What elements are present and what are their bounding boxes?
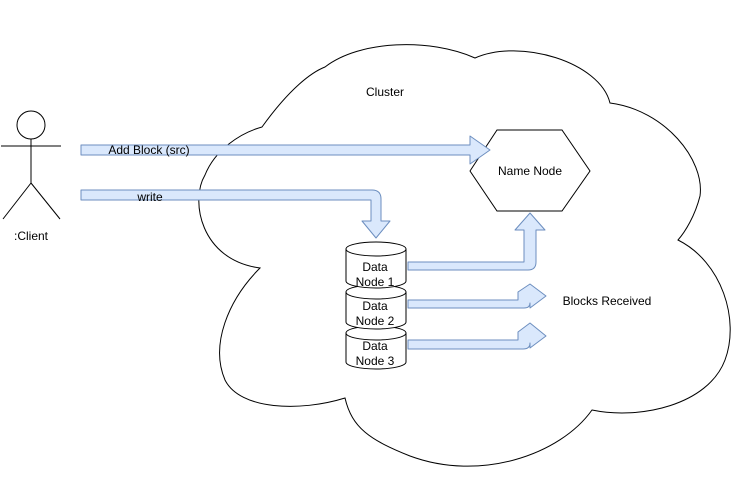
write-arrow (80, 189, 391, 239)
add-block-arrow (80, 135, 491, 165)
add-block-label: Add Block (src) (108, 143, 189, 157)
data-node-3-blocks-received-arrow (407, 322, 547, 350)
cluster-cloud (198, 44, 731, 467)
data-node-2-cylinder (345, 284, 407, 330)
blocks-received-label: Blocks Received (563, 294, 652, 308)
name-node-label: Name Node (498, 164, 562, 178)
data-node-3-cylinder (345, 325, 407, 370)
data-node-1-cylinder (345, 241, 407, 289)
data-node-2-label-line1: Data (362, 299, 388, 313)
client-label: :Client (14, 229, 49, 243)
data-node-1-label-line1: Data (362, 260, 388, 274)
data-node-2-blocks-received-arrow (407, 283, 547, 309)
write-label: write (136, 190, 163, 204)
data-node-1-label-line2: Node 1 (356, 275, 395, 289)
data-node-3-label-line2: Node 3 (356, 354, 395, 368)
name-node-shape (469, 129, 591, 212)
data-node-2-label-line2: Node 2 (356, 314, 395, 328)
data-node-1-to-name-node-arrow (407, 212, 546, 271)
data-node-3-label-line1: Data (362, 339, 388, 353)
cluster-label: Cluster (366, 85, 404, 99)
client-actor-icon (1, 110, 61, 220)
